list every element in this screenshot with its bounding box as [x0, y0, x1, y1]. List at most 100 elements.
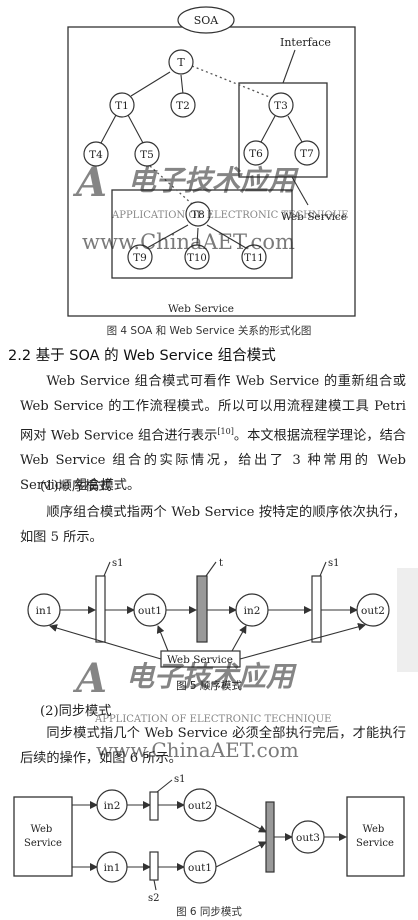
edge-t-t3: [191, 65, 273, 99]
svg-text:APPLICATION OF ELECTRONIC TECH: APPLICATION OF ELECTRONIC TECHNIQUE: [94, 714, 331, 725]
label-t: t: [219, 558, 223, 569]
pointer-s1: [156, 779, 173, 793]
svg-text:out2: out2: [361, 605, 385, 617]
scan-strip: [397, 568, 418, 672]
svg-text:T: T: [177, 56, 185, 69]
transition-s1: [95, 575, 106, 643]
node-t5: T5: [134, 141, 160, 167]
svg-text:T6: T6: [249, 148, 263, 160]
citation-ref: [10]: [217, 427, 234, 436]
figure-5-caption: 图 5 顺序模式: [176, 679, 242, 692]
edge-t8-t11: [206, 224, 247, 249]
figure-4-caption: 图 4 SOA 和 Web Service 关系的形式化图: [106, 325, 312, 337]
node-t1: T1: [109, 92, 135, 118]
svg-text:T9: T9: [133, 252, 147, 264]
svg-text:www.ChinaAET.com: www.ChinaAET.com: [82, 230, 295, 254]
inner-service-label: Web Service: [281, 211, 347, 223]
pointer-t: [205, 561, 217, 577]
svg-text:out3: out3: [296, 832, 320, 844]
svg-text:A: A: [72, 655, 107, 702]
label-s1: s1: [174, 774, 186, 785]
edge-t1-t4: [100, 114, 117, 144]
svg-text:in1: in1: [104, 862, 121, 874]
svg-text:APPLICATION OF ELECTRONIC TECH: APPLICATION OF ELECTRONIC TECHNIQUE: [111, 210, 348, 221]
svg-text:out1: out1: [138, 605, 162, 617]
pointer-s1: [103, 561, 111, 577]
watermark-3: APPLICATION OF ELECTRONIC TECHNIQUE www.…: [94, 714, 331, 762]
arc-out2-join: [215, 804, 267, 833]
svg-text:T5: T5: [140, 149, 154, 161]
subsection-sync: (2)同步模式: [40, 704, 112, 719]
place-out2: out2: [356, 593, 390, 627]
node-t7: T7: [294, 140, 320, 166]
label-s1b: s1: [328, 558, 340, 569]
svg-text:in2: in2: [244, 605, 261, 617]
edge-t8-t10: [196, 227, 199, 246]
figure-5-diagram: in1 out1 in2 out2 s1 t s1 Web Service 图 …: [27, 558, 418, 702]
place-out1: out1: [183, 850, 217, 884]
edge-t3-t6: [260, 115, 276, 143]
arc-ws-in1: [49, 624, 162, 660]
figure-4-diagram: SOA Interface T T1 T2 T3 T4 T5 T6 T7 T8 …: [67, 6, 356, 317]
transition-s2: [149, 851, 159, 881]
node-t2: T2: [170, 92, 196, 118]
pointer-s2: [153, 879, 157, 891]
section-heading: 2.2 基于 SOA 的 Web Service 组合模式: [8, 348, 276, 364]
fig6-left-service-box: [13, 796, 73, 877]
arc-ws-out2: [239, 622, 366, 660]
svg-text:电子技术应用: 电子技术应用: [128, 164, 299, 197]
edge-t-t2: [180, 74, 184, 95]
transition-t: [196, 575, 208, 643]
node-t10: T10: [184, 244, 210, 270]
place-in1: in1: [96, 851, 128, 883]
watermark-1: A 电子技术应用 APPLICATION OF ELECTRONIC TECHN…: [72, 159, 348, 254]
label-s2: s2: [148, 893, 160, 904]
svg-text:T1: T1: [115, 100, 129, 112]
svg-text:T8: T8: [191, 209, 205, 221]
figure-6-diagram: Web Service Web Service in2 out2 in1 out…: [13, 774, 405, 904]
edge-t1-t5: [127, 114, 144, 144]
place-in2: in2: [96, 789, 128, 821]
svg-text:T4: T4: [89, 149, 103, 161]
fig6-left-service-label: Web Service: [24, 824, 62, 849]
node-t11: T11: [241, 244, 267, 270]
edge-t3-t7: [287, 115, 303, 143]
arc-ws-in2: [231, 625, 247, 652]
fig6-right-service-label: Web Service: [356, 824, 394, 849]
svg-text:T10: T10: [187, 253, 206, 264]
node-t9: T9: [127, 244, 153, 270]
transition-join: [265, 801, 275, 873]
label-s1: s1: [112, 558, 124, 569]
arc-ws-out1: [156, 625, 169, 652]
node-t8: T8: [185, 201, 211, 227]
svg-text:T3: T3: [274, 100, 288, 112]
edge-t8-t9: [146, 224, 189, 249]
svg-text:www.ChinaAET.com: www.ChinaAET.com: [96, 738, 299, 762]
soa-ellipse: [177, 6, 235, 34]
arc-out1-join: [215, 841, 267, 868]
bottom-service-box: [111, 189, 293, 279]
inner-service-pointer: [291, 176, 309, 206]
node-t4: T4: [83, 141, 109, 167]
svg-text:in1: in1: [36, 605, 53, 617]
transition-s1b: [311, 575, 322, 643]
pointer-s1b: [319, 561, 327, 577]
place-out2: out2: [183, 788, 217, 822]
interface-pointer: [282, 49, 296, 84]
inner-service-box: [238, 82, 328, 178]
node-t: T: [168, 49, 194, 75]
fig5-service-label: Web Service: [167, 654, 233, 666]
transition-s1: [149, 791, 159, 821]
paragraph-1: Web Service 组合模式可看作 Web Service 的重新组合或 W…: [20, 374, 406, 494]
svg-text:A: A: [72, 159, 107, 206]
svg-text:电子技术应用: 电子技术应用: [126, 660, 297, 693]
bottom-service-label: Web Service: [168, 303, 234, 315]
place-in2: in2: [235, 593, 269, 627]
svg-text:T7: T7: [300, 148, 314, 160]
place-out3: out3: [291, 820, 325, 854]
node-t3: T3: [268, 92, 294, 118]
place-in1: in1: [27, 593, 61, 627]
paragraph-3: 同步模式指几个 Web Service 必须全部执行完后，才能执行后续的操作，如…: [20, 726, 406, 766]
svg-text:in2: in2: [104, 800, 121, 812]
soa-label: SOA: [194, 14, 220, 27]
